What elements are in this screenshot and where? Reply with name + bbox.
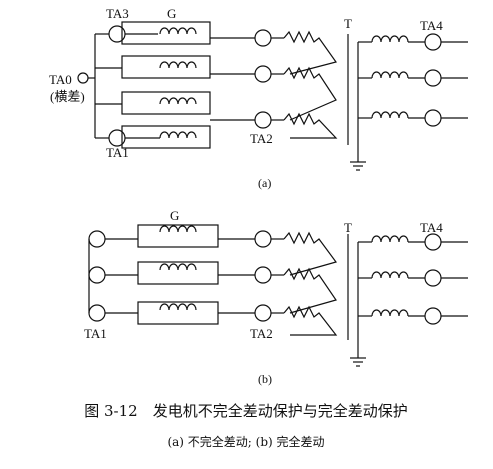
transformer-delta-b1 bbox=[283, 231, 337, 276]
label-g-b: G bbox=[170, 208, 179, 223]
transformer-delta-a3 bbox=[283, 112, 338, 139]
phase-box-b3 bbox=[137, 301, 219, 325]
phase-box-a2 bbox=[121, 55, 211, 79]
ct-a-out1 bbox=[254, 29, 272, 47]
ta1-ct-b bbox=[88, 304, 106, 322]
generator-winding-a2 bbox=[159, 61, 197, 69]
ct-b-out2 bbox=[254, 266, 272, 284]
phase-box-b2 bbox=[137, 261, 219, 285]
generator-winding-a1 bbox=[159, 27, 197, 35]
ta4-ct-b2 bbox=[424, 269, 442, 287]
label-ta4-a: TA4 bbox=[420, 18, 443, 33]
generator-winding-b1 bbox=[159, 225, 197, 233]
diagram-a: TA3 G T TA4 TA0 (横差) TA1 TA2 (a) bbox=[49, 6, 468, 190]
ground-icon bbox=[350, 161, 366, 171]
ta4-ct-a3 bbox=[424, 109, 442, 127]
phase-box-a1 bbox=[121, 21, 211, 45]
ta0-ct bbox=[77, 72, 89, 84]
transformer-delta-b3 bbox=[283, 305, 338, 336]
ta2-ct-a bbox=[254, 111, 272, 129]
ta4-ct-b3 bbox=[424, 307, 442, 325]
label-ta0: TA0 bbox=[49, 72, 72, 87]
ct-b-left2 bbox=[88, 266, 106, 284]
transformer-delta-a2 bbox=[283, 66, 337, 121]
ground-icon bbox=[350, 357, 366, 367]
ta4-ct-b1 bbox=[424, 233, 442, 251]
label-sub-a: (a) bbox=[258, 176, 271, 190]
ta4-ct-a1 bbox=[424, 33, 442, 51]
phase-box-a3 bbox=[121, 91, 211, 115]
label-t-a: T bbox=[344, 16, 352, 31]
generator-winding-a3 bbox=[159, 97, 197, 105]
generator-winding-b2 bbox=[159, 263, 197, 271]
ct-a-out2 bbox=[254, 65, 272, 83]
secondary-winding-a1 bbox=[371, 35, 409, 43]
transformer-delta-a1 bbox=[283, 30, 337, 75]
ct-b-left1 bbox=[88, 230, 106, 248]
generator-winding-b3 bbox=[159, 303, 197, 311]
label-ta4-b: TA4 bbox=[420, 220, 443, 235]
ta4-ct-a2 bbox=[424, 69, 442, 87]
label-ta0-note: (横差) bbox=[50, 89, 85, 104]
label-t-b: T bbox=[344, 220, 352, 235]
label-ta1-b: TA1 bbox=[84, 326, 107, 341]
secondary-winding-b1 bbox=[371, 235, 409, 243]
label-ta1-a: TA1 bbox=[106, 145, 129, 160]
ta2-ct-b bbox=[254, 304, 272, 322]
figure-caption: 图 3-12 发电机不完全差动保护与完全差动保护 bbox=[84, 402, 407, 420]
label-ta2-b: TA2 bbox=[250, 326, 273, 341]
secondary-winding-a3 bbox=[371, 111, 409, 119]
label-sub-b: (b) bbox=[258, 372, 272, 386]
generator-winding-a4 bbox=[159, 131, 197, 139]
secondary-winding-b3 bbox=[371, 309, 409, 317]
secondary-winding-a2 bbox=[371, 71, 409, 79]
label-ta3: TA3 bbox=[106, 6, 129, 21]
ct-b-out1 bbox=[254, 230, 272, 248]
phase-box-b1 bbox=[137, 224, 219, 248]
phase-box-a4 bbox=[121, 125, 211, 149]
figure-subcaption: (a) 不完全差动; (b) 完全差动 bbox=[167, 434, 324, 449]
label-g-a: G bbox=[167, 6, 176, 21]
secondary-winding-b2 bbox=[371, 271, 409, 279]
diagram-b: G T TA4 TA1 TA2 (b) bbox=[84, 208, 468, 386]
transformer-delta-b2 bbox=[283, 267, 337, 314]
label-ta2-a: TA2 bbox=[250, 131, 273, 146]
